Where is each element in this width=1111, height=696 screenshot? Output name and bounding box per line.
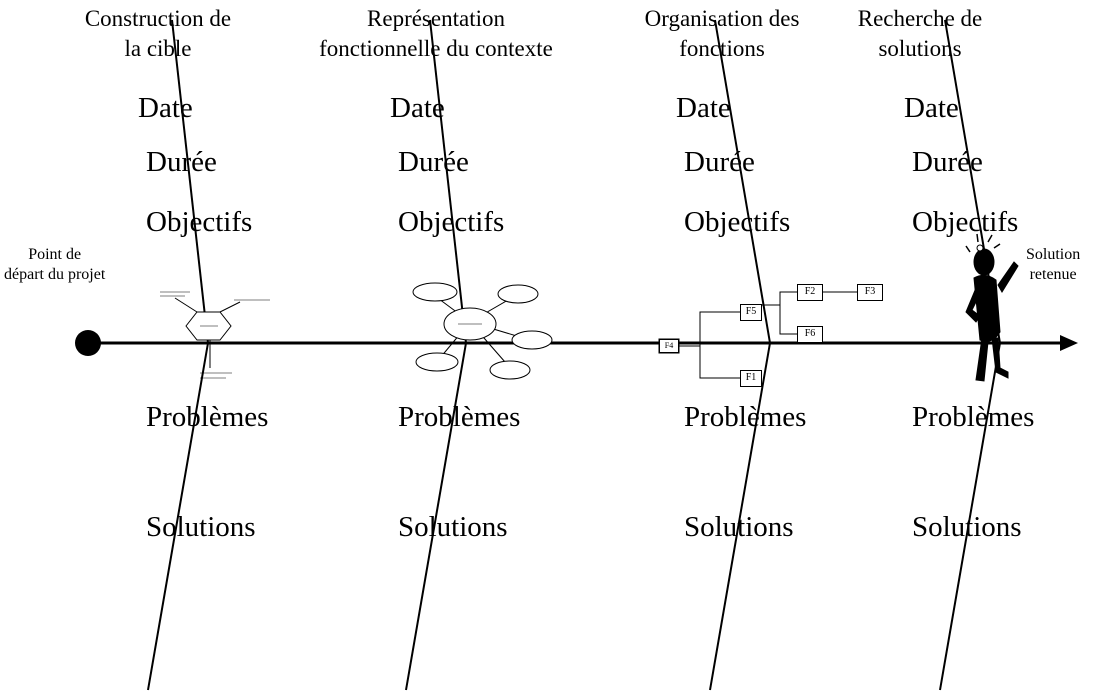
context-sketch <box>412 282 553 380</box>
target-sketch <box>160 291 270 379</box>
phase-3-bone-upper <box>714 19 771 344</box>
phase-4-problemes: Problèmes <box>912 401 1035 433</box>
phase-1-problemes: Problèmes <box>146 401 269 433</box>
phase-3-date: Date <box>676 92 731 124</box>
phase-3-problemes: Problèmes <box>684 401 807 433</box>
phase-3-title: Organisation des fonctions <box>644 6 800 61</box>
end-label-text: Solution retenue <box>1026 246 1081 283</box>
phase-1-bone-upper <box>171 19 209 344</box>
function-box-f1: F1 <box>740 370 762 387</box>
person-figure <box>965 233 1019 382</box>
phase-2-title: Représentation fonctionnelle du contexte <box>319 6 553 61</box>
function-box-f5: F5 <box>740 304 762 321</box>
start-label-text: Point de départ du projet <box>4 246 106 283</box>
phase-1-duree: Durée <box>146 146 217 178</box>
phase-4-bone-lower <box>939 342 1001 691</box>
phase-1-bone-lower <box>147 342 209 691</box>
function-box-f3: F3 <box>857 284 883 301</box>
phase-1-title: Construction de la cible <box>84 6 232 61</box>
phase-1-solutions: Solutions <box>146 511 256 543</box>
phase-2-date: Date <box>390 92 445 124</box>
phase-4-title: Recherche de solutions <box>857 6 983 61</box>
function-box-f6: F6 <box>797 326 823 343</box>
phase-2-solutions: Solutions <box>398 511 508 543</box>
phase-4-duree: Durée <box>912 146 983 178</box>
phase-4-solutions: Solutions <box>912 511 1022 543</box>
phase-3-objectifs: Objectifs <box>684 206 791 238</box>
function-box-f2: F2 <box>797 284 823 301</box>
phase-3-solutions: Solutions <box>684 511 794 543</box>
phase-2-objectifs: Objectifs <box>398 206 505 238</box>
phase-4-date: Date <box>904 92 959 124</box>
start-label: Point de départ du projet <box>4 245 105 285</box>
phase-2-problemes: Problèmes <box>398 401 521 433</box>
axis-arrowhead <box>1060 335 1078 351</box>
phase-3-bone-lower <box>709 342 771 691</box>
phase-4-objectifs: Objectifs <box>912 206 1019 238</box>
phase-1-date: Date <box>138 92 193 124</box>
end-label: Solution retenue <box>1026 245 1080 285</box>
phase-2-duree: Durée <box>398 146 469 178</box>
phase-1-objectifs: Objectifs <box>146 206 253 238</box>
function-box-f4: F4 <box>659 339 679 353</box>
phase-2-bone-lower <box>405 342 467 691</box>
phase-2-bone-upper <box>429 19 467 344</box>
phase-3-duree: Durée <box>684 146 755 178</box>
